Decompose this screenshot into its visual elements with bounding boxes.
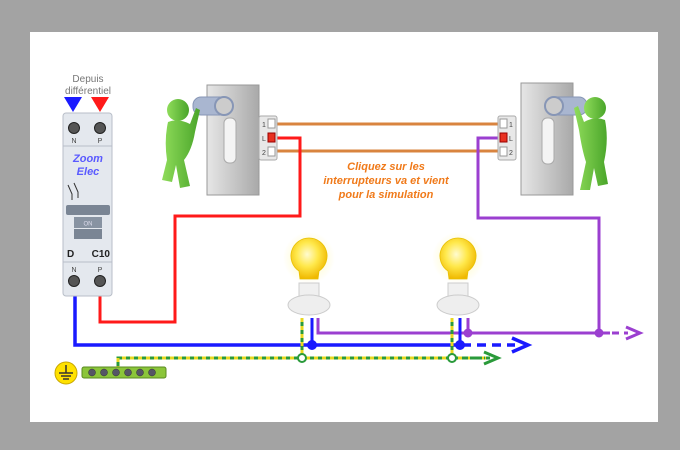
breaker-on-label: ON bbox=[84, 222, 93, 228]
breaker-bottom-n-label: N bbox=[71, 267, 76, 274]
left-switch-terminal-l-label: L bbox=[262, 136, 266, 143]
breaker-toggle[interactable] bbox=[66, 205, 110, 215]
earth-wire bbox=[116, 318, 502, 370]
breaker-symbol-icon bbox=[67, 182, 79, 200]
travelers-wires bbox=[275, 122, 500, 153]
breaker-bottom-p-label: P bbox=[98, 267, 103, 274]
right-switch-terminal-l-label: L bbox=[509, 136, 513, 143]
breaker-brand-line1: Zoom bbox=[72, 153, 103, 165]
breaker-rating-label: C10 bbox=[92, 249, 111, 260]
phase-input-arrow-icon bbox=[91, 97, 109, 112]
lamp-1 bbox=[283, 232, 335, 316]
earth-terminal-strip bbox=[81, 366, 167, 379]
person-figure-right bbox=[574, 97, 608, 190]
return-wire-lamps bbox=[316, 318, 610, 335]
left-switch-terminal-2-label: 2 bbox=[262, 150, 266, 157]
lamp-2 bbox=[432, 232, 484, 316]
breaker-brand-line2: Elec bbox=[77, 166, 100, 178]
circuit-breaker[interactable]: N P Zoom Elec ON D C10 N P bbox=[62, 112, 113, 297]
instructions-text: Cliquez sur les interrupteurs va et vien… bbox=[323, 161, 450, 201]
phase-wire bbox=[98, 136, 302, 324]
return-arrow-icon bbox=[625, 325, 644, 341]
earth-symbol-icon bbox=[54, 361, 78, 385]
two-way-switch-left[interactable]: 1 L 2 bbox=[162, 84, 278, 196]
neutral-input-arrow-icon bbox=[64, 97, 82, 112]
breaker-curve-label: D bbox=[67, 249, 74, 260]
instructions-line2: interrupteurs va et vient bbox=[323, 175, 450, 187]
instructions-line1: Cliquez sur les bbox=[347, 161, 425, 173]
wiring-diagram: Depuis différentiel bbox=[30, 32, 658, 422]
source-label-line2: différentiel bbox=[65, 86, 111, 97]
return-wire bbox=[476, 136, 601, 333]
neutral-wire bbox=[73, 295, 462, 347]
left-switch-terminal-1-label: 1 bbox=[262, 122, 266, 129]
person-figure-left bbox=[162, 99, 200, 188]
diagram-canvas: Depuis différentiel bbox=[54, 74, 644, 385]
breaker-top-n-label: N bbox=[71, 138, 76, 145]
right-switch-terminal-2-label: 2 bbox=[509, 150, 513, 157]
source-label-line1: Depuis bbox=[72, 74, 103, 85]
two-way-switch-right[interactable]: 1 L 2 bbox=[497, 82, 608, 196]
breaker-top-p-label: P bbox=[98, 138, 103, 145]
instructions-line3: pour la simulation bbox=[338, 189, 434, 201]
right-switch-terminal-1-label: 1 bbox=[509, 122, 513, 129]
neutral-arrow-icon bbox=[511, 336, 533, 354]
